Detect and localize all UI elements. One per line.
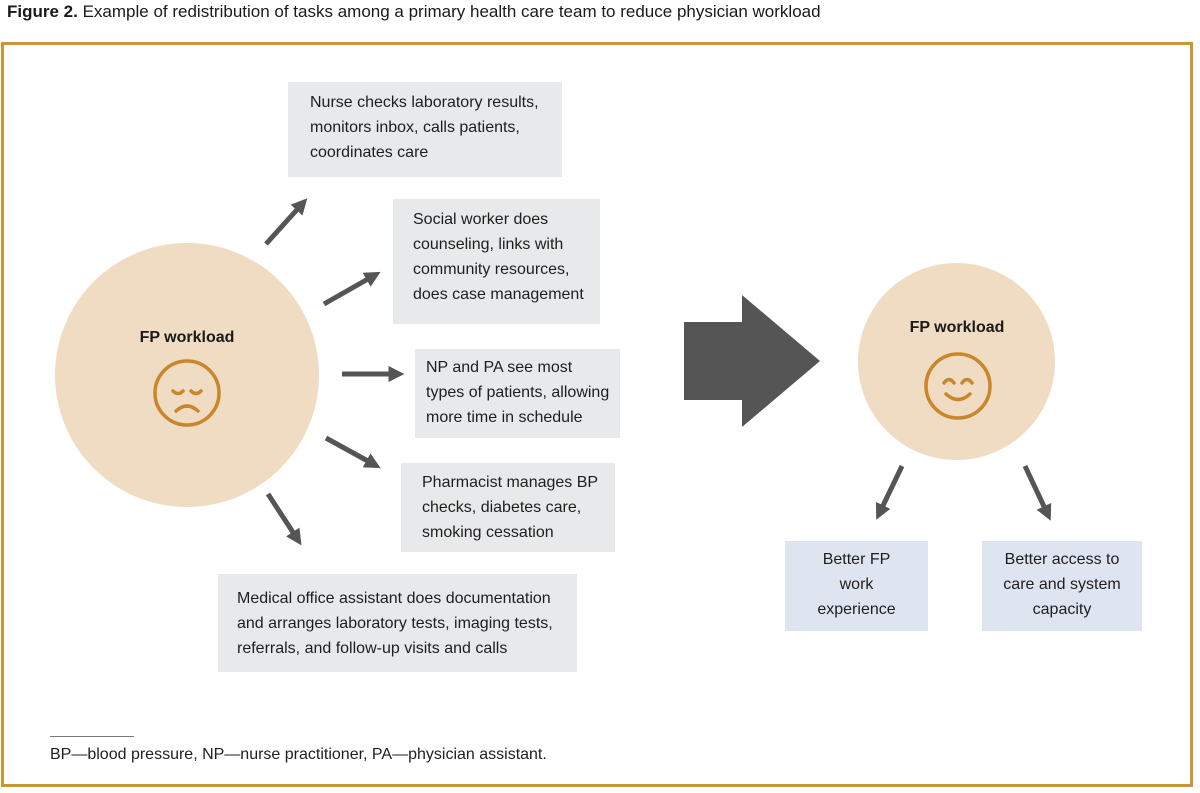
outcome-better-fp-experience: Better FP work experience [785,541,928,631]
smiling-face-icon [924,352,992,420]
sad-face-icon [153,359,221,427]
task-box-nurse: Nurse checks laboratory results, monitor… [288,82,562,177]
arrow-to-better-access [1022,464,1052,521]
task-box-np-pa: NP and PA see most types of patients, al… [415,349,620,438]
big-transition-arrow [684,295,820,427]
task-box-office-assistant: Medical office assistant does documentat… [218,574,577,672]
figure-frame [1,42,1193,787]
footnote: BP—blood pressure, NP—nurse practitioner… [50,746,547,763]
footnote-divider [50,736,134,737]
fp-workload-before-circle [55,243,319,507]
figure-title-text: Example of redistribution of tasks among… [82,2,821,21]
arrow-to-office-assistant [265,492,302,546]
figure-title: Figure 2. Example of redistribution of t… [7,2,821,22]
fp-workload-after-label: FP workload [909,319,1005,336]
fp-workload-before-label: FP workload [139,329,235,346]
arrow-to-pharmacist [324,435,381,469]
arrow-to-nurse [264,198,308,246]
task-box-pharmacist: Pharmacist manages BP checks, diabetes c… [401,463,615,552]
outcome-better-access: Better access to care and system capacit… [982,541,1142,631]
figure-label: Figure 2. [7,2,78,21]
task-box-social-worker: Social worker does counseling, links wit… [393,199,600,324]
arrow-to-social-worker [322,271,381,307]
fp-workload-after-circle [858,263,1055,460]
arrow-to-better-experience [875,464,905,520]
